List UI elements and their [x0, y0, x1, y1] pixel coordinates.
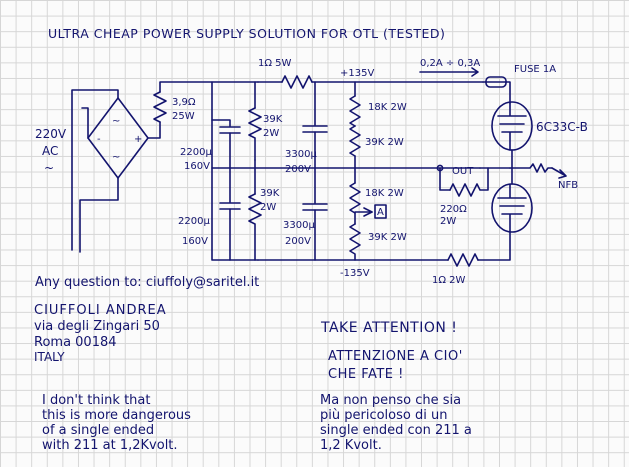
top-series-resistor [281, 75, 313, 89]
nfb-label: NFB [558, 180, 578, 191]
italian-note-line: più pericoloso di un [320, 408, 448, 423]
contact-street: via degli Zingari 50 [34, 319, 160, 334]
input-resistor-value: 3,9Ω [172, 97, 196, 108]
cap-mid-top-voltage: 200V [285, 164, 311, 175]
bleeder-bottom-value: 39K [260, 188, 280, 199]
cap-mid-top-value: 3300µ [285, 149, 317, 160]
bridge-plus-wire [147, 121, 161, 139]
input-resistor [153, 91, 167, 123]
bridge-rectifier: ~ ~ - + [87, 97, 149, 179]
minus-voltage-label: -135V [340, 268, 370, 279]
cap-top-left [219, 126, 241, 134]
divider-resistor-4 [349, 223, 361, 261]
bridge-ac-symbol-bottom: ~ [112, 152, 120, 163]
output-resistor-value: 220Ω [440, 204, 467, 215]
current-label: 0,2A ÷ 0,3A [420, 58, 480, 69]
nfb-arrow [551, 167, 567, 179]
output-resistor-watt: 2W [440, 216, 456, 227]
cap-mid-top [302, 125, 328, 133]
marker-a-label: A [377, 207, 384, 218]
marker-a-box [374, 204, 387, 219]
divider-resistor-2-value: 39K 2W [365, 137, 404, 148]
rail-bottom-segment-2 [477, 231, 511, 261]
italian-note: Ma non penso che sia più pericoloso di u… [320, 393, 472, 453]
bleeder-resistor-top [248, 107, 262, 161]
output-resistor-lead [439, 167, 451, 191]
ac-wire-bottom [79, 177, 119, 253]
output-resistor [449, 167, 489, 197]
cap-top-left-value: 2200µ [180, 147, 212, 158]
rail-wire-input [159, 81, 259, 93]
mains-voltage-label: 220V [35, 127, 67, 141]
tube-bottom [491, 183, 533, 233]
bridge-ac-symbol-top: ~ [112, 116, 120, 127]
italian-note-line: single ended con 211 a [320, 423, 472, 438]
nfb-resistor [509, 163, 553, 173]
divider-resistor-3 [349, 182, 361, 214]
current-arrow [419, 67, 479, 77]
cap-mid-bottom-value: 3300µ [283, 220, 315, 231]
cap-bottom-left [219, 202, 241, 210]
cap-mid-bottom [302, 203, 328, 211]
ac-wire-top [71, 89, 119, 251]
bleeder-top-watt: 2W [263, 128, 279, 139]
left-bus [211, 81, 259, 261]
warning-it-line-1: ATTENZIONE A CIO' [328, 349, 463, 364]
output-label: OUT [452, 166, 474, 177]
contact-name: CIUFFOLI ANDREA [34, 303, 167, 318]
input-resistor-watt: 25W [172, 111, 195, 122]
italian-note-line: 1,2 Kvolt. [320, 438, 382, 453]
english-note-line: I don't think that [42, 393, 151, 408]
cap-top-left-voltage: 160V [184, 161, 210, 172]
contact-city: Roma 00184 [34, 335, 117, 350]
bridge-minus-wire [81, 107, 89, 139]
english-note-line: of a single ended [42, 423, 155, 438]
mains-wave-symbol: ~ [44, 161, 54, 175]
top-series-resistor-value: 1Ω 5W [258, 58, 292, 69]
cap1-lead [211, 119, 231, 127]
english-note: I don't think that this is more dangerou… [42, 393, 191, 453]
divider-resistor-2 [349, 125, 361, 157]
divider-resistor-3-value: 18K 2W [365, 188, 404, 199]
tube-top [491, 101, 533, 151]
divider-resistor-1 [349, 95, 361, 127]
mains-ac-label: AC [42, 144, 58, 158]
question-contact: Any question to: ciuffoly@saritel.it [35, 275, 260, 290]
italian-note-line: Ma non penso che sia [320, 393, 462, 408]
bottom-series-resistor [447, 253, 479, 267]
tube-label: 6C33C-B [536, 120, 588, 134]
bleeder-resistor-bottom [248, 193, 262, 261]
divider-resistor-1-value: 18K 2W [368, 102, 407, 113]
cap-bottom-left-voltage: 160V [182, 236, 208, 247]
fuse-label: FUSE 1A [514, 64, 556, 75]
divider-resistor-4-value: 39K 2W [368, 232, 407, 243]
warning-en: TAKE ATTENTION ! [321, 320, 458, 336]
bridge-plus-symbol: + [134, 134, 142, 145]
bridge-minus-symbol: - [97, 134, 101, 145]
bleeder-bottom-watt: 2W [260, 202, 276, 213]
bottom-series-resistor-value: 1Ω 2W [432, 275, 466, 286]
bleeder-top-value: 39K [263, 114, 283, 125]
cap-mid-bottom-voltage: 200V [285, 236, 311, 247]
english-note-line: this is more dangerous [42, 408, 191, 423]
fuse-lead-right [485, 81, 511, 104]
schematic-title: ULTRA CHEAP POWER SUPPLY SOLUTION FOR OT… [48, 26, 445, 41]
contact-country: ITALY [34, 350, 65, 364]
output-node [436, 164, 444, 172]
plus-voltage-label: +135V [340, 68, 374, 79]
warning-it-line-2: CHE FATE ! [328, 367, 404, 382]
english-note-line: with 211 at 1,2Kvolt. [42, 438, 178, 453]
marker-a-arrow [363, 207, 373, 217]
cap-bottom-left-value: 2200µ [178, 216, 210, 227]
